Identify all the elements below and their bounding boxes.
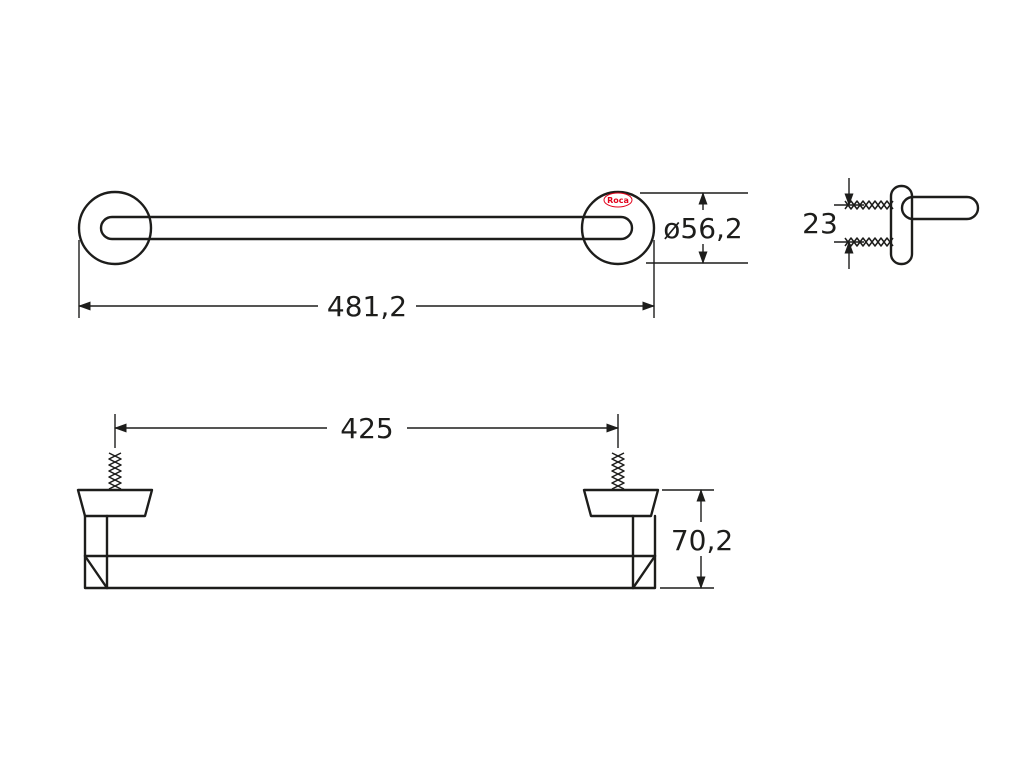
dim-label-rosette-diameter: ø56,2 — [663, 212, 742, 245]
right-arm — [631, 514, 657, 590]
dimension-rosette-diameter: ø56,2 — [640, 191, 748, 265]
screw-thread — [844, 200, 894, 210]
brand-logo-oval — [603, 192, 633, 208]
left-wall-rosette — [77, 190, 153, 266]
dim-label-mask — [318, 290, 416, 324]
right-wall-rosette — [580, 190, 656, 266]
screw-thread — [844, 237, 894, 247]
rail-side-profile — [900, 195, 980, 221]
right-stud — [611, 452, 625, 490]
brand-logo: Roca — [603, 192, 633, 208]
stud-thread — [611, 452, 625, 490]
bottom-view — [76, 452, 660, 590]
miter-edge — [83, 554, 109, 590]
dimension-screw-spacing: 23 — [802, 178, 864, 269]
front-view: Roca — [77, 190, 656, 266]
miter-edge — [631, 554, 657, 590]
dim-label-projection-height: 70,2 — [671, 524, 733, 557]
dim-label-mask — [327, 412, 407, 446]
brand-logo-text: Roca — [607, 196, 629, 205]
dim-label-overall-length: 481,2 — [327, 290, 407, 323]
dim-label-mask — [660, 522, 744, 556]
left-stud — [108, 452, 122, 490]
side-view — [844, 184, 980, 266]
dimension-overall-length: 481,2 — [77, 240, 656, 324]
left-wall-plate — [76, 488, 154, 518]
stud-thread — [611, 452, 625, 490]
towel-rail-bar — [99, 215, 634, 241]
right-wall-plate — [582, 488, 660, 518]
left-arm — [83, 514, 109, 590]
dim-label-screw-spacing: 23 — [802, 207, 838, 240]
dimension-mount-centers: 425 — [113, 412, 620, 448]
dim-label-mount-centers: 425 — [340, 412, 393, 445]
wall-plate-side-profile — [889, 184, 914, 266]
stud-thread — [108, 452, 122, 490]
stud-thread — [108, 452, 122, 490]
rail-bottom-view — [83, 554, 657, 590]
dimension-projection-height: 70,2 — [660, 488, 744, 590]
dim-label-mask — [662, 210, 746, 244]
